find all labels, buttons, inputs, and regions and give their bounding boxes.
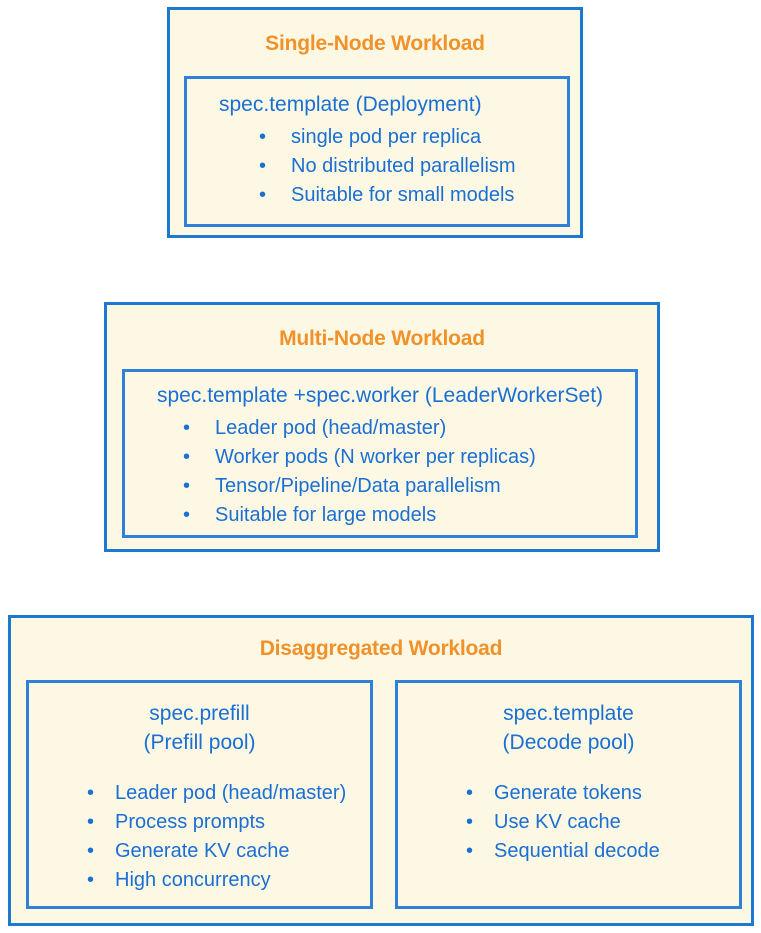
bullet-dot-icon: • (87, 782, 95, 804)
bullet-dot-icon: • (183, 446, 191, 468)
spec-line-multi-node: spec.template +spec.worker (LeaderWorker… (157, 384, 604, 407)
spec-line-decode: spec.template (503, 702, 634, 725)
bullet-label: Leader pod (head/master) (115, 782, 347, 804)
bullet-list-prefill: • Leader pod (head/master) • Process pro… (87, 779, 346, 895)
list-item: • High concurrency (87, 866, 346, 895)
bullet-label: Use KV cache (494, 811, 621, 833)
bullet-label: Leader pod (head/master) (215, 417, 447, 439)
inner-box-prefill-pool: spec.prefill (Prefill pool) • Leader pod… (26, 680, 373, 909)
bullet-dot-icon: • (183, 475, 191, 497)
bullet-label: Suitable for large models (215, 504, 437, 526)
pool-label-decode: (Decode pool) (502, 731, 635, 754)
panel-title-single-node: Single-Node Workload (265, 32, 485, 55)
bullet-label: Generate tokens (494, 782, 642, 804)
inner-box-multi-node-spec: spec.template +spec.worker (LeaderWorker… (122, 369, 638, 538)
list-item: • Suitable for small models (259, 181, 516, 210)
bullet-label: Generate KV cache (115, 840, 290, 862)
bullet-dot-icon: • (87, 840, 95, 862)
list-item: • No distributed parallelism (259, 152, 516, 181)
list-item: • Worker pods (N worker per replicas) (183, 443, 536, 472)
bullet-label: Sequential decode (494, 840, 660, 862)
list-item: • single pod per replica (259, 123, 516, 152)
bullet-dot-icon: • (259, 155, 267, 177)
list-item: • Use KV cache (466, 808, 660, 837)
list-item: • Process prompts (87, 808, 346, 837)
bullet-label: Worker pods (N worker per replicas) (215, 446, 536, 468)
list-item: • Generate tokens (466, 779, 660, 808)
panel-title-disaggregated: Disaggregated Workload (259, 637, 503, 660)
panel-single-node-workload: Single-Node Workload spec.template (Depl… (167, 7, 583, 238)
bullet-label: Tensor/Pipeline/Data parallelism (215, 475, 501, 497)
panel-disaggregated-workload: Disaggregated Workload spec.prefill (Pre… (8, 615, 754, 926)
bullet-list-single-node: • single pod per replica • No distribute… (259, 123, 516, 210)
bullet-label: single pod per replica (291, 126, 482, 148)
list-item: • Sequential decode (466, 837, 660, 866)
inner-box-single-node-spec: spec.template (Deployment) • single pod … (184, 76, 570, 227)
bullet-list-multi-node: • Leader pod (head/master) • Worker pods… (183, 414, 536, 530)
bullet-dot-icon: • (466, 782, 474, 804)
panel-title-multi-node: Multi-Node Workload (279, 327, 485, 350)
bullet-label: High concurrency (115, 869, 271, 891)
list-item: • Leader pod (head/master) (183, 414, 536, 443)
pool-header-prefill: spec.prefill (Prefill pool) (29, 699, 370, 757)
panel-multi-node-workload: Multi-Node Workload spec.template +spec.… (104, 302, 660, 552)
list-item: • Suitable for large models (183, 501, 536, 530)
list-item: • Leader pod (head/master) (87, 779, 346, 808)
inner-box-decode-pool: spec.template (Decode pool) • Generate t… (395, 680, 742, 909)
bullet-dot-icon: • (466, 811, 474, 833)
bullet-dot-icon: • (259, 126, 267, 148)
bullet-dot-icon: • (259, 184, 267, 206)
pool-header-decode: spec.template (Decode pool) (398, 699, 739, 757)
bullet-dot-icon: • (183, 417, 191, 439)
list-item: • Tensor/Pipeline/Data parallelism (183, 472, 536, 501)
bullet-list-decode: • Generate tokens • Use KV cache • Seque… (466, 779, 660, 866)
bullet-label: Process prompts (115, 811, 266, 833)
bullet-dot-icon: • (87, 811, 95, 833)
spec-line-prefill: spec.prefill (149, 702, 250, 725)
bullet-dot-icon: • (87, 869, 95, 891)
spec-line-single-node: spec.template (Deployment) (219, 93, 482, 116)
bullet-dot-icon: • (466, 840, 474, 862)
bullet-label: No distributed parallelism (291, 155, 516, 177)
bullet-dot-icon: • (183, 504, 191, 526)
list-item: • Generate KV cache (87, 837, 346, 866)
bullet-label: Suitable for small models (291, 184, 515, 206)
pool-label-prefill: (Prefill pool) (143, 731, 256, 754)
